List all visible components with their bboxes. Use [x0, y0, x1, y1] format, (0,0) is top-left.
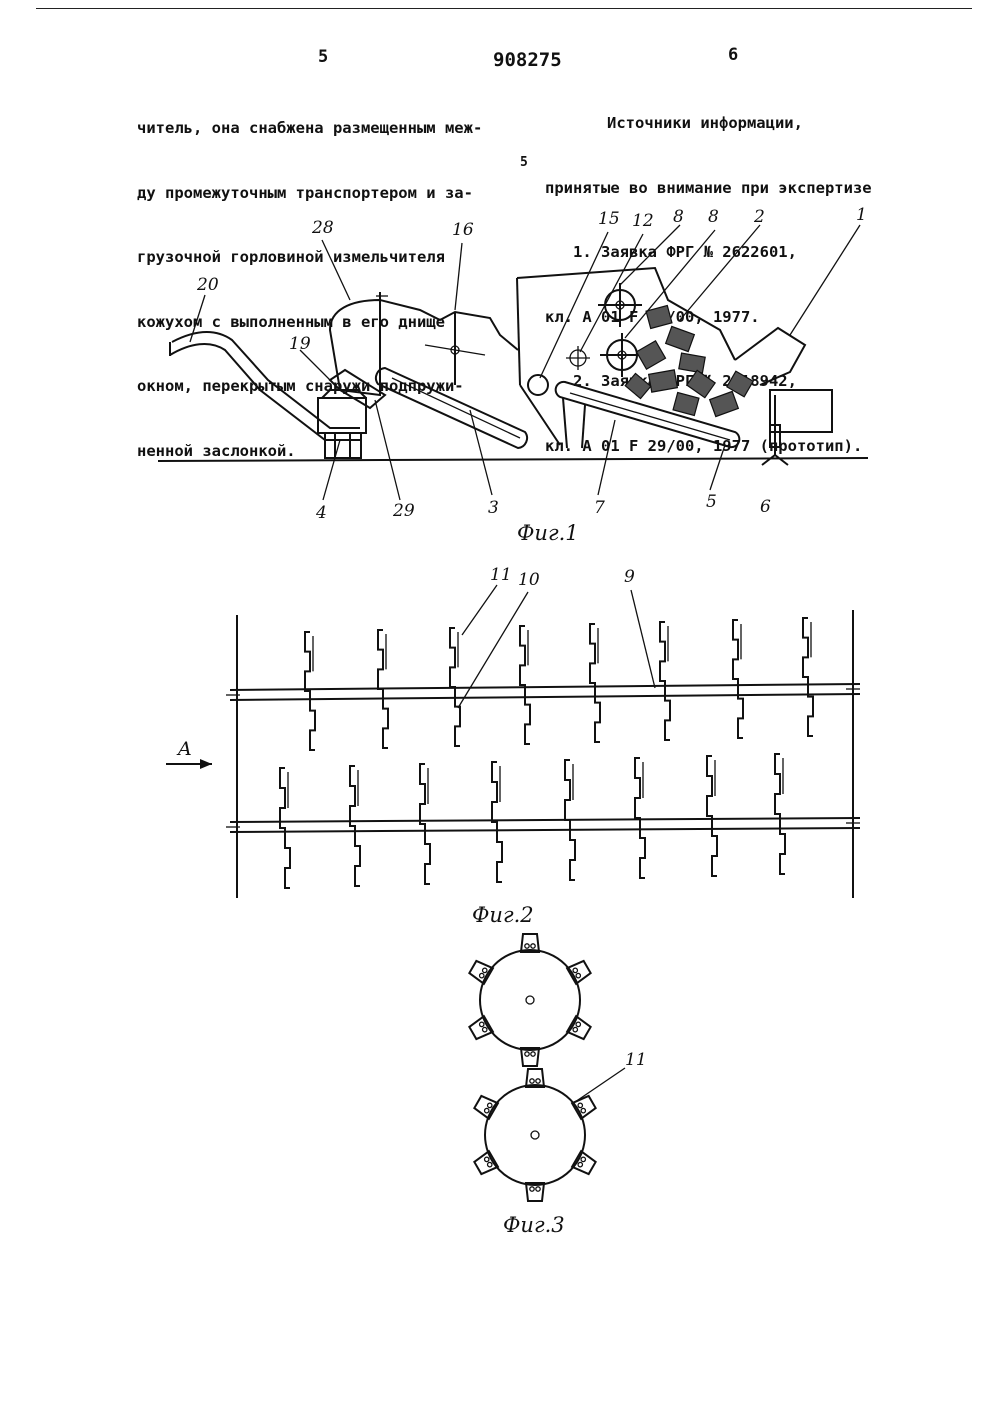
discharge-pipe — [170, 344, 360, 440]
knife-disc — [520, 626, 530, 744]
figure-2-drawing: A 11 10 9 Фиг.2 — [166, 565, 860, 927]
label-28: 28 — [311, 218, 334, 238]
hopper-leg — [582, 405, 585, 448]
knife-disc — [660, 622, 670, 740]
knife-disc — [775, 754, 785, 874]
rotor-lower — [600, 333, 644, 377]
label-20: 20 — [196, 275, 219, 295]
intermediate-conveyor — [376, 368, 527, 448]
label-2: 2 — [753, 207, 765, 227]
knife-disc — [803, 618, 813, 736]
knife-disc — [305, 632, 315, 750]
knife-disc — [420, 764, 430, 884]
fig2-leaders — [458, 585, 655, 708]
label-15: 15 — [598, 209, 620, 229]
belt-line — [392, 378, 520, 438]
label-8a: 8 — [673, 207, 684, 227]
shaft-upper — [226, 684, 860, 700]
fig3-leader — [575, 1068, 625, 1102]
main-hopper-left-wall — [517, 278, 520, 385]
view-arrow-label: A — [176, 738, 192, 760]
figure-3-caption: Фиг.3 — [503, 1213, 565, 1237]
label-19: 19 — [289, 334, 311, 354]
label-11: 11 — [490, 565, 512, 585]
chopper-base — [325, 433, 361, 458]
label-4: 4 — [315, 503, 327, 523]
figure-2-caption: Фиг.2 — [472, 903, 534, 927]
label-1: 1 — [856, 205, 867, 225]
label-12: 12 — [632, 211, 654, 231]
label-5: 5 — [706, 492, 717, 512]
conveyor-hood — [380, 300, 518, 350]
shaft-lower — [226, 818, 860, 832]
ground-line — [158, 458, 868, 461]
rotor-12 — [566, 346, 590, 370]
jack-foot — [762, 455, 788, 465]
label-10: 10 — [518, 570, 540, 590]
main-hopper-top — [517, 268, 735, 360]
knife-disc — [733, 620, 743, 738]
knife-disc — [635, 758, 645, 878]
roller-15 — [528, 375, 548, 395]
label-11-fig3: 11 — [625, 1050, 647, 1070]
label-8b: 8 — [708, 207, 719, 227]
label-16: 16 — [452, 220, 474, 240]
knife-disc — [350, 766, 360, 886]
loading-neck — [330, 300, 380, 395]
hopper-leg — [563, 398, 567, 448]
rotor-disc-bottom — [473, 1069, 596, 1201]
rotor-disc-top — [468, 934, 591, 1066]
knife-disc — [707, 756, 717, 876]
label-29: 29 — [392, 501, 415, 521]
label-7: 7 — [594, 498, 605, 518]
knife-disc — [492, 762, 502, 882]
figure-3-drawing: 11 Фиг.3 — [468, 934, 646, 1237]
silage-blocks — [625, 305, 753, 416]
main-belt-line — [570, 393, 730, 440]
disc-set — [280, 618, 813, 888]
view-arrow-head — [200, 759, 212, 769]
figure-1-caption: Фиг.1 — [517, 521, 579, 545]
knife-disc — [590, 624, 600, 742]
label-3: 3 — [488, 498, 499, 518]
knife-disc — [280, 768, 290, 888]
figure-1-drawing: 20 28 16 15 12 8 8 2 1 19 4 29 3 7 5 6 Ф… — [158, 205, 868, 545]
label-6: 6 — [760, 497, 771, 517]
label-9: 9 — [624, 567, 635, 587]
